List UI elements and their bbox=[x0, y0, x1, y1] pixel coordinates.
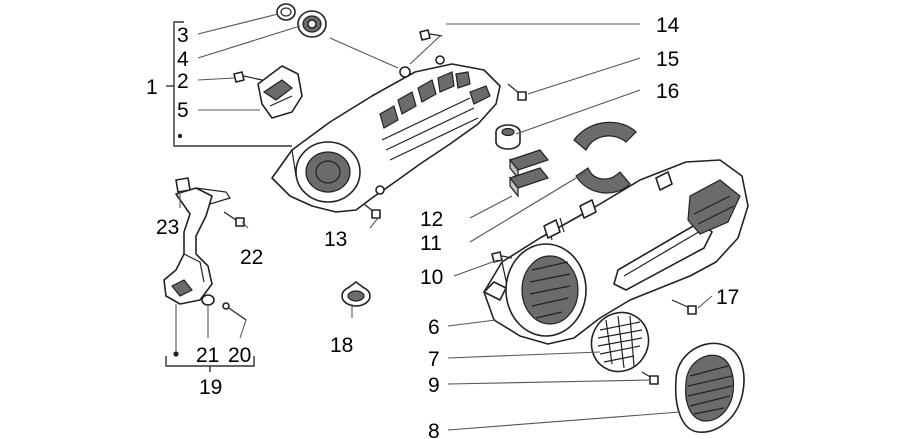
screw-10 bbox=[491, 251, 513, 263]
callout-4: 4 bbox=[177, 48, 189, 71]
callout-12: 12 bbox=[420, 208, 443, 231]
callout-10: 10 bbox=[420, 266, 443, 289]
group-brackets bbox=[165, 21, 292, 372]
outer-cover bbox=[483, 159, 749, 345]
callout-21: 21 bbox=[196, 344, 219, 367]
callout-11: 11 bbox=[420, 232, 442, 255]
callout-2: 2 bbox=[177, 70, 189, 93]
hose-clamp bbox=[341, 281, 371, 307]
callout-5: 5 bbox=[177, 99, 189, 122]
inner-cover-assembly bbox=[271, 55, 501, 213]
bolt-2 bbox=[233, 71, 263, 83]
intake-grille bbox=[590, 311, 650, 373]
bolt-17 bbox=[671, 299, 697, 315]
bearing bbox=[297, 10, 327, 38]
support-bracket bbox=[163, 187, 231, 305]
bushing bbox=[495, 124, 521, 150]
callout-19: 19 bbox=[199, 376, 222, 399]
friction-segments bbox=[573, 121, 637, 194]
callout-13: 13 bbox=[324, 228, 347, 251]
washer-21 bbox=[201, 294, 215, 306]
clip-23 bbox=[175, 177, 191, 193]
callout-16: 16 bbox=[656, 80, 679, 103]
callout-20: 20 bbox=[228, 344, 251, 367]
screw-13 bbox=[363, 203, 381, 219]
screw-22 bbox=[223, 211, 245, 227]
screw-14 bbox=[419, 29, 443, 41]
callout-9: 9 bbox=[428, 374, 440, 397]
callout-23: 23 bbox=[156, 216, 179, 239]
screw-9 bbox=[641, 371, 659, 385]
callout-labels: 1 2 3 4 5 6 7 8 9 10 11 12 13 14 15 16 1… bbox=[146, 14, 739, 439]
callout-17: 17 bbox=[716, 286, 739, 309]
callout-22: 22 bbox=[240, 246, 263, 269]
callout-14: 14 bbox=[656, 14, 680, 37]
air-duct bbox=[257, 65, 303, 119]
callout-7: 7 bbox=[428, 348, 440, 371]
cable-20 bbox=[222, 302, 247, 321]
callout-15: 15 bbox=[656, 48, 679, 71]
circlip bbox=[276, 3, 296, 21]
bracket-1 bbox=[173, 21, 184, 147]
callout-18: 18 bbox=[330, 334, 353, 357]
callout-1: 1 bbox=[146, 76, 158, 99]
bolt-15 bbox=[507, 83, 527, 101]
rubber-pads bbox=[508, 149, 550, 198]
leader-lines bbox=[179, 13, 713, 431]
intake-cap bbox=[674, 342, 745, 433]
callout-8: 8 bbox=[428, 420, 440, 439]
callout-6: 6 bbox=[428, 316, 440, 339]
callout-3: 3 bbox=[177, 24, 189, 47]
